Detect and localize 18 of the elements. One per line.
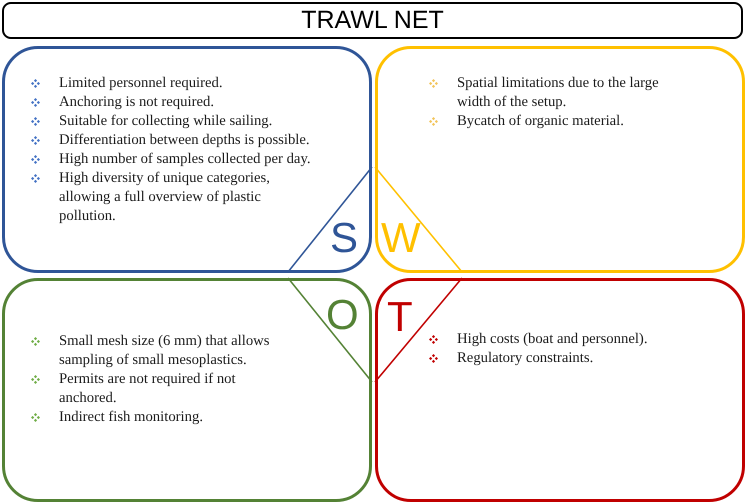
bullet-text: Small mesh size (6 mm) that allows sampling of small mesoplastics.: [59, 332, 270, 370]
bullet-text: Spatial limitations due to the large width of the setup.: [457, 74, 660, 112]
title: TRAWL NET: [2, 2, 743, 39]
bullet-text: High diversity of unique categories, allowing a full overview of plastic pollution.: [59, 169, 271, 226]
quadrant-letter: W: [381, 217, 421, 259]
bullet-text: Indirect fish monitoring.: [59, 408, 203, 427]
bullet-text: Suitable for collecting while sailing.: [59, 112, 272, 131]
bullet-text: Anchoring is not required.: [59, 93, 214, 112]
bullet-text: Bycatch of organic material.: [457, 112, 624, 131]
bullet-text: High costs (boat and personnel).: [457, 330, 648, 349]
quadrant-letter: O: [326, 294, 359, 336]
bullet-text: High number of samples collected per day.: [59, 150, 311, 169]
quadrant-letter: T: [387, 296, 413, 338]
bullet-text: Differentiation between depths is possible.: [59, 131, 310, 150]
quadrant-letter: S: [330, 217, 358, 259]
bullet-text: Permits are not required if not anchored.: [59, 370, 237, 408]
bullet-text: Limited personnel required.: [59, 74, 223, 93]
bullet-text: Regulatory constraints.: [457, 349, 594, 368]
